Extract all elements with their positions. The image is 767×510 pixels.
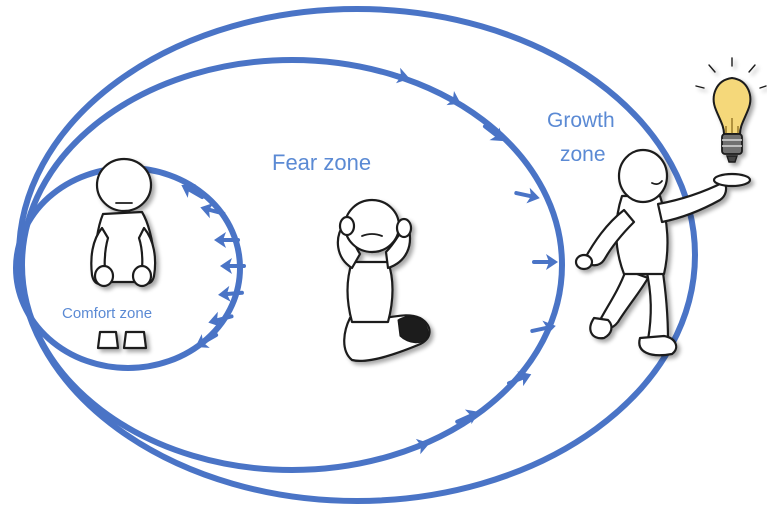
walking-figure-holding-lightbulb xyxy=(576,150,750,355)
growth-zone-label-line1: Growth xyxy=(547,109,615,132)
comfort-zone-label: Comfort zone xyxy=(62,305,152,322)
growth-zone-label-line2: zone xyxy=(560,143,606,166)
lightbulb-icon xyxy=(696,58,766,162)
arrow-icon xyxy=(515,185,542,206)
arrow-icon xyxy=(404,436,431,458)
fear-zone-label: Fear zone xyxy=(272,150,371,175)
kneeling-fearful-figure xyxy=(338,200,430,361)
arrow-icon xyxy=(534,254,558,270)
